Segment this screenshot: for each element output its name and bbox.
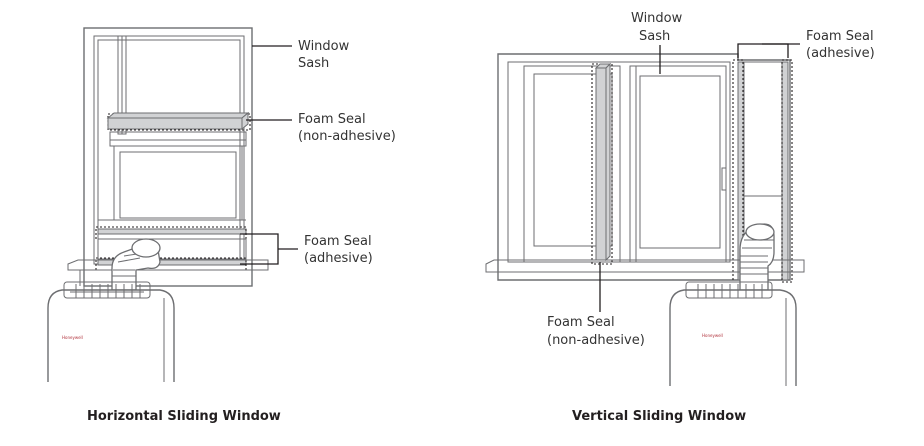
left-lower-sash — [113, 145, 243, 221]
right-caption: Vertical Sliding Window — [572, 409, 746, 424]
left-label-foam-seal-nonadhesive: Foam Seal (non-adhesive) — [298, 112, 396, 144]
left-window-kit-panel — [97, 238, 247, 260]
vertical-sliding-window-figure: Honeywell Window Sash Foam Seal (adhesiv… — [485, 11, 878, 424]
left-window-frame — [83, 27, 253, 287]
left-portable-ac-unit: Honeywell — [47, 281, 175, 382]
left-exhaust-hose — [111, 238, 161, 291]
left-leader-lines — [240, 45, 298, 265]
right-sliding-sash — [629, 65, 727, 263]
right-fixed-pane — [523, 65, 621, 263]
left-foam-seal-adhesive-top — [97, 228, 247, 235]
right-label-foam-seal-adhesive: Foam Seal (adhesive) — [806, 29, 878, 61]
left-brand-logo: Honeywell — [62, 335, 83, 340]
right-label-window-sash: Window Sash — [631, 11, 686, 44]
left-foam-seal-nonadhesive — [106, 112, 250, 119]
right-leader-lines — [599, 43, 800, 312]
right-window-sill — [485, 259, 805, 273]
right-label-foam-seal-nonadhesive: Foam Seal (non-adhesive) — [547, 315, 645, 348]
left-caption: Horizontal Sliding Window — [87, 409, 281, 424]
left-meeting-rail — [109, 131, 247, 147]
left-label-window-sash: Window Sash — [298, 39, 353, 71]
left-window-sill — [67, 259, 269, 271]
left-label-foam-seal-adhesive: Foam Seal (adhesive) — [304, 234, 376, 266]
right-portable-ac-unit: Honeywell — [669, 281, 797, 386]
horizontal-sliding-window-figure: Honeywell Window Sash Foam Seal (non-adh… — [47, 27, 396, 424]
right-exhaust-hose — [739, 223, 775, 291]
right-brand-logo: Honeywell — [702, 333, 723, 338]
right-foam-seal-nonadhesive — [595, 67, 607, 261]
